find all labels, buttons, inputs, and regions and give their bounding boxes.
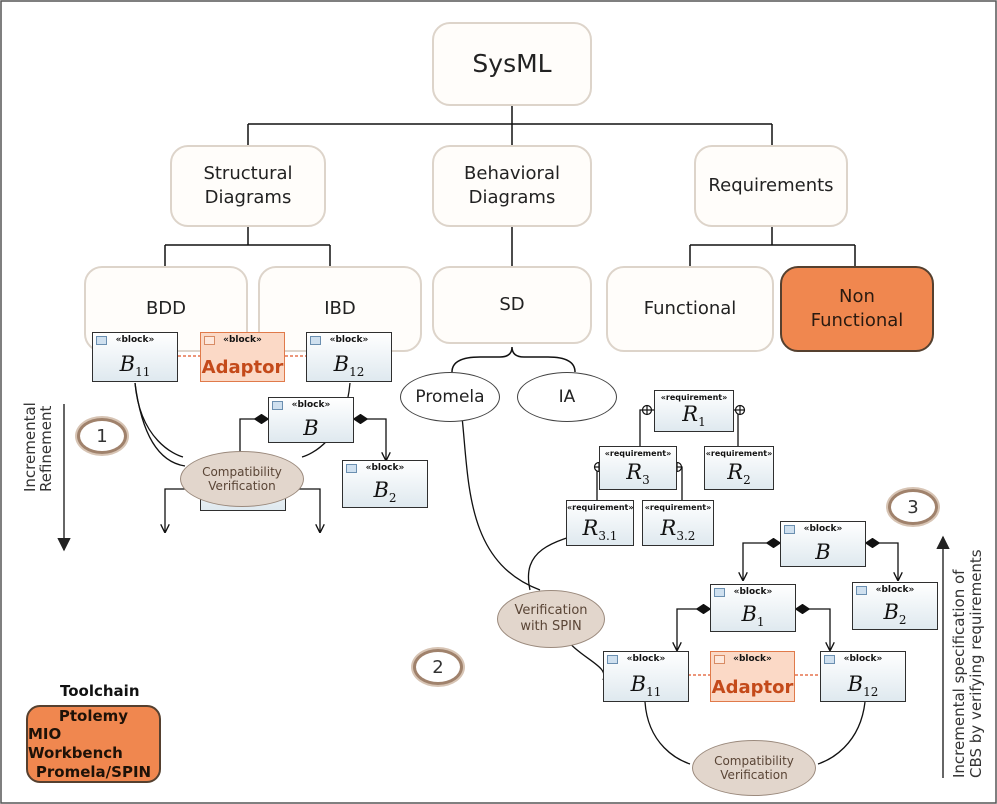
block-icon — [310, 336, 321, 345]
requirement-r3-2: «requirement» R3.2 — [642, 500, 714, 546]
block-icon — [714, 588, 725, 597]
right-block-b11: «block» B11 — [603, 651, 689, 702]
right-block-b1: «block» B1 — [710, 584, 796, 632]
left-block-b11: «block» B11 — [92, 332, 178, 382]
requirements-node: Requirements — [694, 145, 848, 227]
block-icon — [96, 336, 107, 345]
sysml-root: SysML — [432, 22, 592, 106]
toolchain-title: Toolchain — [60, 682, 140, 700]
block-icon — [714, 655, 725, 664]
toolchain-box: Ptolemy MIO Workbench Promela/SPIN — [26, 705, 161, 783]
requirement-r2: «requirement» R2 — [704, 446, 774, 490]
requirement-r1: «requirement» R1 — [654, 390, 734, 432]
left-block-b2: «block» B2 — [342, 460, 428, 508]
promela-ellipse: Promela — [400, 372, 500, 422]
ia-ellipse: IA — [517, 372, 617, 422]
step-3-badge: 3 — [891, 492, 935, 522]
step-2-badge: 2 — [416, 652, 460, 682]
functional-node: Functional — [606, 266, 774, 352]
requirement-r3: «requirement» R3 — [599, 446, 677, 490]
left-adaptor: «block» Adaptor — [200, 332, 285, 382]
right-block-b12: «block» B12 — [820, 651, 906, 702]
right-block-b: «block» B — [780, 521, 866, 567]
tree-connectors — [164, 105, 856, 373]
block-icon — [607, 655, 618, 664]
requirement-r3-1: «requirement» R3.1 — [566, 500, 634, 546]
left-block-b: «block» B — [268, 397, 354, 443]
toolchain-item: Ptolemy — [58, 706, 129, 725]
block-icon — [204, 336, 215, 345]
left-block-b12: «block» B12 — [306, 332, 392, 382]
right-block-b2: «block» B2 — [852, 582, 938, 630]
block-icon — [346, 464, 357, 473]
toolchain-item: Promela/SPIN — [35, 762, 152, 781]
right-adaptor: «block» Adaptor — [710, 651, 795, 702]
toolchain-item: MIO Workbench — [28, 725, 123, 762]
block-icon — [856, 586, 867, 595]
sd-node: SD — [432, 266, 592, 344]
block-icon — [784, 525, 795, 534]
block-icon — [824, 655, 835, 664]
block-icon — [272, 401, 283, 410]
step-1-badge: 1 — [80, 421, 124, 451]
